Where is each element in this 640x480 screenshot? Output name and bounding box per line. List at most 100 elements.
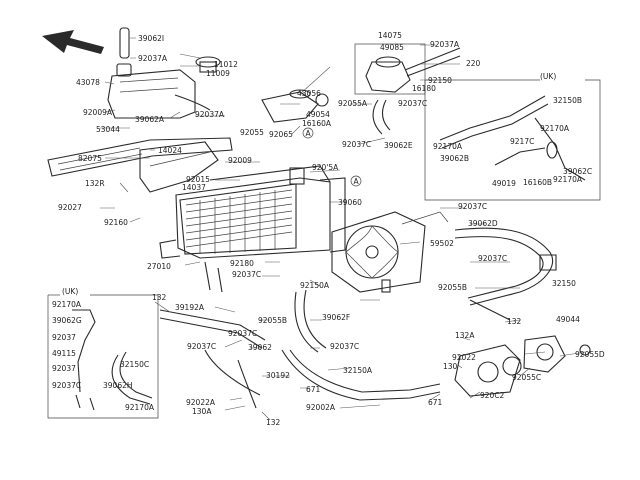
label-43078: 43078 [76,78,100,87]
label-92015: 92015 [186,175,210,184]
label-130a: 130A [192,407,212,416]
uk-pipe-right [439,95,586,181]
label-uk: (UK) [62,287,78,296]
label-92002: 920C2 [480,391,505,400]
label-92170a: 92170A [125,403,155,412]
label-39062i: 39062I [138,34,164,43]
label-30192: 30192 [266,371,290,380]
label-132a: 132A [455,331,475,340]
leader-lines [100,37,586,421]
label-27010: 27010 [147,262,171,271]
label-92055c: 92055C [512,373,541,382]
label-39062b: 39062B [440,154,469,163]
label-39062d: 39062D [468,219,498,228]
label-92037c: 92037C [52,381,81,390]
svg-text:A: A [354,177,360,186]
front-arrow-icon [42,30,104,54]
label-14024: 14024 [158,146,182,155]
label-16160a: 16160A [302,119,332,128]
reserve-tank [107,27,221,119]
label-39192a: 39192A [175,303,205,312]
label-92170a: 92170A [52,300,82,309]
label-14037: 14037 [182,183,206,192]
label-92150: 92150 [428,76,452,85]
part-labels: 39062I 92037A 43078 11012 11009 92009A 3… [52,31,605,427]
label-92009: 92009 [228,156,252,165]
label-49115: 49115 [52,349,76,358]
label-92002a: 92002A [306,403,336,412]
label-9205a: 920'5A [312,163,339,172]
label-49019: 49019 [492,179,516,188]
label-92037c: 92037C [342,140,371,149]
label-92037c: 92037C [458,202,487,211]
label-92022a: 92022A [186,398,216,407]
label-92150a: 92150A [300,281,330,290]
label-32150c: 32150C [120,360,149,369]
label-92037c: 92037C [187,342,216,351]
label-92009a: 92009A [83,108,113,117]
label-uk: (UK) [540,72,556,81]
label-59502: 59502 [430,239,454,248]
label-92055b: 92055B [438,283,467,292]
label-39062g: 39062G [52,316,82,325]
label-53044: 53044 [96,125,120,134]
reference-marker-a: A A [302,127,362,187]
label-92055a: 92055A [338,99,368,108]
label-39060: 39060 [338,198,362,207]
label-132: 132 [266,418,281,427]
label-92027: 92027 [58,203,82,212]
mounting-bracket [47,137,233,193]
label-92037a: 92037A [195,110,225,119]
label-92037c: 92037C [398,99,427,108]
label-92022: 92022 [452,353,476,362]
label-16180: 16180 [412,84,436,93]
label-92037c: 92037C [232,270,261,279]
uk-inset-box-right [424,79,601,201]
label-39062: 39062 [248,343,272,352]
label-32150a: 32150A [343,366,373,375]
label-220: 220 [466,59,481,68]
label-16160b: 16160B [523,178,552,187]
water-pump [454,335,591,397]
label-92037c: 92037C [478,254,507,263]
label-92170a: 92170A [553,175,583,184]
label-92065: 92065 [269,130,293,139]
label-11012: 11012 [214,60,238,69]
lower-hose-right [454,227,557,321]
label-49044: 49044 [556,315,580,324]
label-92037: 92037 [52,364,76,373]
label-92170a: 92170A [433,142,463,151]
label-132: 132 [507,317,522,326]
label-92055: 92055 [240,128,264,137]
label-92037a: 92037A [138,54,168,63]
label-82075: 82075 [78,154,102,163]
label-132r: 132R [85,179,105,188]
label-130: 130 [443,362,458,371]
label-92160: 92160 [104,218,128,227]
label-92037: 92037 [52,333,76,342]
label-39062e: 39062E [384,141,413,150]
thermostat-housing [261,43,461,135]
label-9217c: 9217C [510,137,534,146]
label-671: 671 [306,385,321,394]
label-14075: 14075 [378,31,402,40]
label-92180: 92180 [230,259,254,268]
uk-inset-box-left [47,294,159,419]
label-92037a: 92037A [430,40,460,49]
lower-pipes [159,261,441,409]
label-49054: 49054 [306,110,330,119]
label-671: 671 [428,398,443,407]
label-39062c: 39062C [563,167,592,176]
label-39062a: 39062A [135,115,165,124]
label-92037c: 92037C [330,342,359,351]
label-92170a: 92170A [540,124,570,133]
radiator [159,165,346,259]
label-39062h: 39062H [103,381,133,390]
label-32150b: 32150B [553,96,582,105]
svg-text:A: A [306,129,312,138]
label-92055b: 92055B [258,316,287,325]
label-49085: 49085 [380,43,404,52]
label-92037c: 92037C [228,329,257,338]
